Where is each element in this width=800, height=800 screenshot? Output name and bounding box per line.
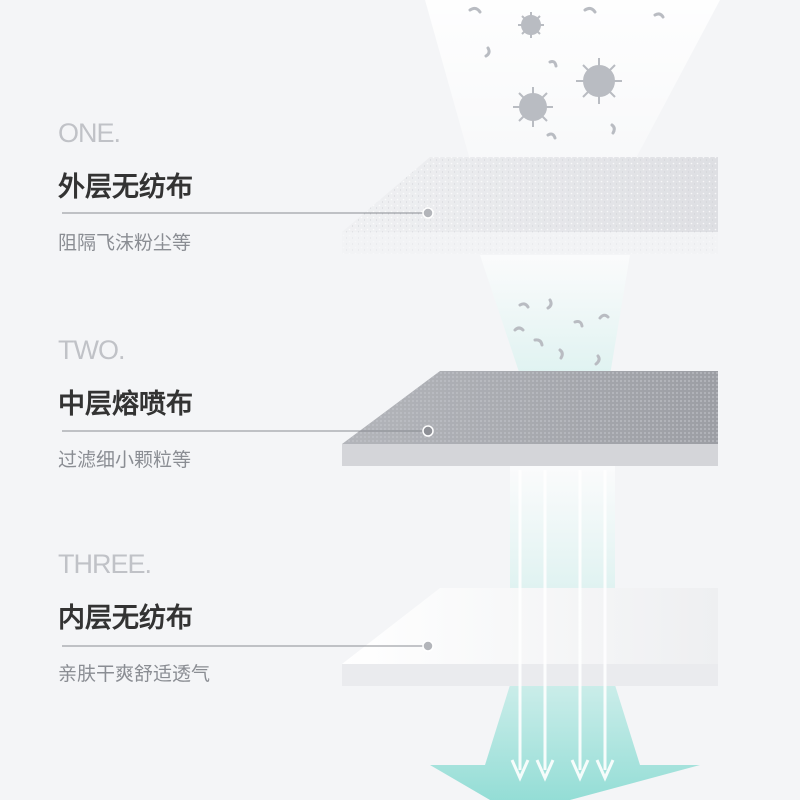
- bacteria-icon: [468, 6, 665, 366]
- middle-meltblown-layer: [342, 371, 718, 466]
- layer-1-text: ONE. 外层无纺布 阻隔飞沫粉尘等: [58, 120, 438, 253]
- virus-icon: [513, 87, 553, 127]
- pointer-line-3: [62, 640, 434, 652]
- layer-number: ONE.: [58, 118, 121, 148]
- layer-description: 亲肤干爽舒适透气: [58, 663, 211, 685]
- layer-description: 过滤细小颗粒等: [58, 449, 192, 471]
- pointer-line-1: [62, 207, 434, 219]
- layer-number: THREE.: [58, 549, 152, 579]
- layer-3-text: THREE. 内层无纺布 亲肤干爽舒适透气: [58, 551, 438, 684]
- layer-number: TWO.: [58, 335, 125, 365]
- dot-marker-icon: [422, 425, 434, 437]
- outer-fabric-layer: [342, 157, 718, 254]
- arrow-down-icon: [510, 470, 615, 782]
- dot-marker-icon: [422, 640, 434, 652]
- air-beam-middle: [480, 255, 630, 375]
- layer-title: 外层无纺布: [58, 172, 193, 203]
- air-beam-lower: [510, 466, 615, 590]
- inner-fabric-layer: [342, 588, 718, 686]
- dot-marker-icon: [422, 207, 434, 219]
- virus-icon: [576, 58, 622, 104]
- pointer-line-2: [62, 425, 434, 437]
- layer-title: 中层熔喷布: [58, 389, 193, 420]
- layer-description: 阻隔飞沫粉尘等: [58, 232, 192, 254]
- virus-icon: [518, 12, 544, 38]
- layer-2-text: TWO. 中层熔喷布 过滤细小颗粒等: [58, 337, 438, 470]
- air-beam-bottom: [430, 685, 700, 800]
- layer-title: 内层无纺布: [58, 603, 193, 634]
- air-beam-top: [425, 0, 720, 160]
